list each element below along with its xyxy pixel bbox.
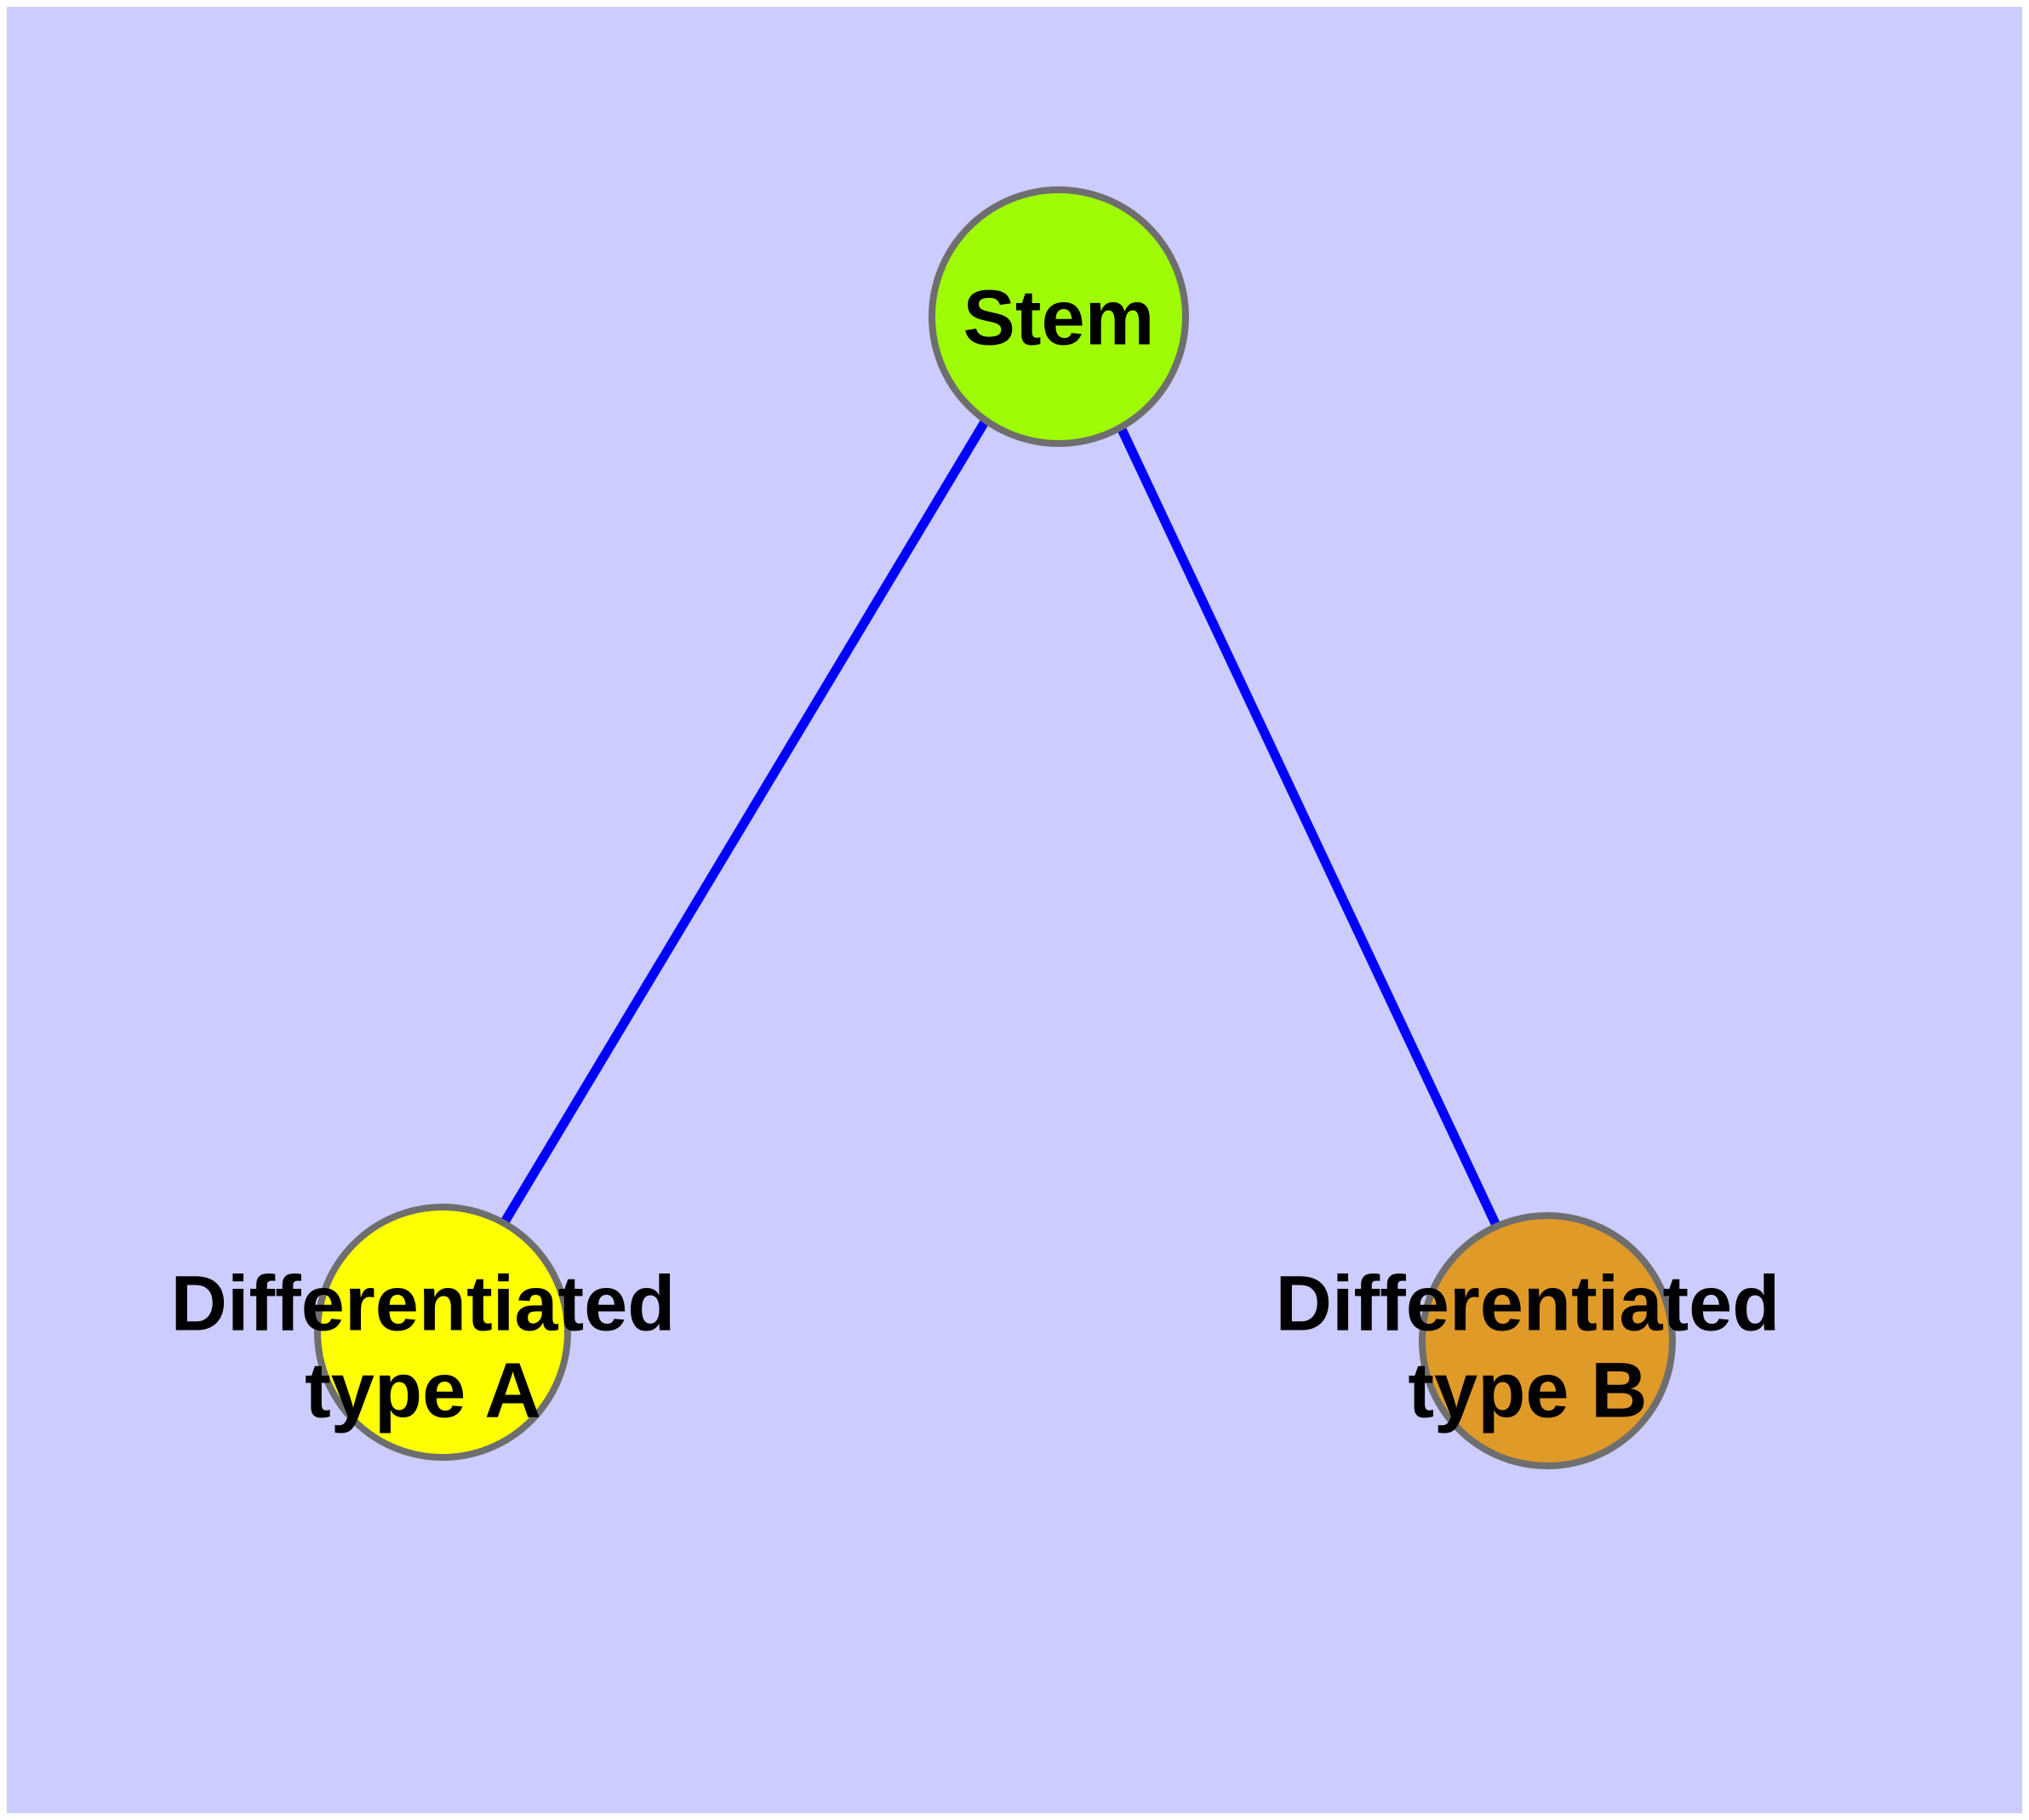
node-differentiated-type-a-label-line-1: Differentiated (171, 1260, 676, 1347)
node-differentiated-type-a-circle[interactable] (314, 1204, 571, 1461)
node-stem[interactable]: Stem (929, 186, 1189, 447)
edge-stem-to-differentiated-type-a[interactable] (438, 307, 1056, 1328)
node-stem-label: Stem (963, 274, 1155, 361)
node-differentiated-type-b-circle[interactable] (1419, 1212, 1676, 1469)
edge-layer (438, 307, 1552, 1336)
node-differentiated-type-b-label-line-2: type B (1408, 1347, 1647, 1434)
graph-svg: Stem Differentiated type A Differentiate… (171, 186, 1780, 1469)
diagram-plot-area: Stem Differentiated type A Differentiate… (7, 7, 2022, 1813)
node-differentiated-type-a-label-line-2: type A (305, 1347, 541, 1434)
node-layer: Stem Differentiated type A Differentiate… (171, 186, 1780, 1469)
node-stem-circle[interactable] (929, 186, 1189, 447)
node-differentiated-type-a[interactable]: Differentiated type A (171, 1204, 676, 1461)
node-differentiated-type-b[interactable]: Differentiated type B (1276, 1212, 1780, 1469)
edge-stem-to-differentiated-type-b[interactable] (1061, 307, 1552, 1336)
node-differentiated-type-b-label-line-1: Differentiated (1276, 1260, 1780, 1347)
